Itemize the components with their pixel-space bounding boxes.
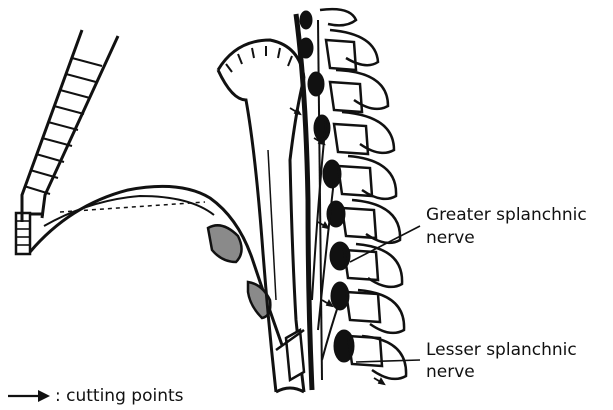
lesser-splanchnic-label-line2: nerve: [426, 362, 475, 382]
greater-splanchnic-label: Greater splanchnic: [426, 205, 587, 225]
splanchnic-nerves: [312, 120, 340, 360]
rib-retracted: [16, 30, 118, 254]
lesser-splanchnic-label: Lesser splanchnic: [426, 340, 577, 360]
pleura-membrane: [30, 186, 282, 345]
lesser-splanchnic-leader: [356, 360, 420, 362]
sympathetic-chain: [296, 11, 354, 390]
greater-splanchnic-label-line2: nerve: [426, 228, 475, 248]
arrow-right-icon: [8, 390, 50, 402]
legend-text: : cutting points: [55, 386, 184, 406]
